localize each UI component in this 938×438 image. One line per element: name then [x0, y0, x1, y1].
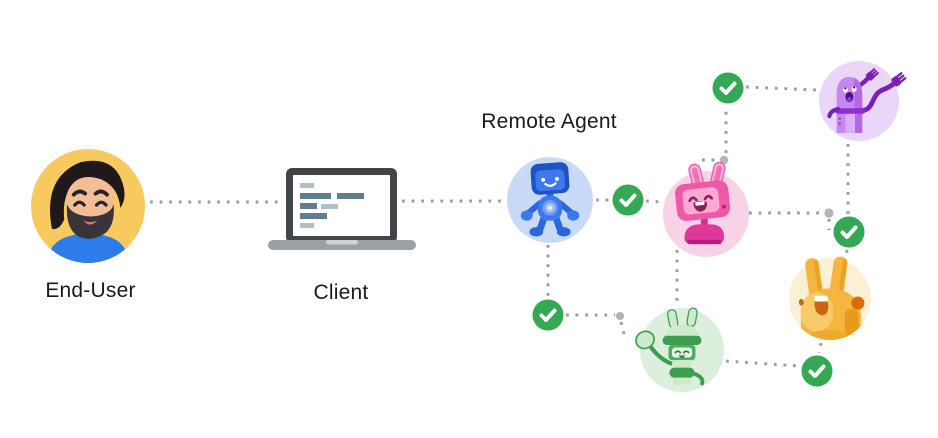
- junction-dot: [719, 155, 729, 165]
- end-user-node: [31, 149, 145, 263]
- laptop-code-icon: [268, 168, 416, 250]
- pink-robot-icon: [663, 161, 749, 257]
- line-green-check: [725, 359, 799, 368]
- end-user-label: End-User: [45, 279, 136, 302]
- line-dot-green: [619, 321, 627, 339]
- remote-agent-label: Remote Agent: [481, 110, 617, 133]
- client-node: [267, 163, 417, 253]
- person-avatar-icon: [31, 149, 145, 263]
- junction-dot: [824, 208, 834, 218]
- line-bunny-check: [817, 342, 823, 354]
- green-robot-icon: [635, 307, 724, 392]
- check-circle-icon: [833, 216, 865, 248]
- check-circle-icon: [532, 299, 564, 331]
- yellow-bunny-icon: [789, 256, 871, 340]
- agent-yellow-node: [789, 256, 871, 340]
- agent-purple-node: [819, 61, 907, 141]
- line-check-purple: [745, 85, 817, 92]
- purple-plug-robot-icon: [819, 61, 907, 141]
- check-circle-icon: [801, 355, 833, 387]
- check-circle-icon: [712, 72, 744, 104]
- client-label: Client: [313, 281, 369, 304]
- agent-green-node: [635, 307, 724, 392]
- junction-dot: [615, 311, 625, 321]
- check-circle-icon: [612, 184, 644, 216]
- blue-robot-icon: [507, 157, 593, 243]
- agent-pink-node: [663, 161, 749, 257]
- line-check-pink: [645, 199, 664, 204]
- remote-agent-node: [507, 157, 593, 243]
- line-check-bunny: [844, 249, 849, 261]
